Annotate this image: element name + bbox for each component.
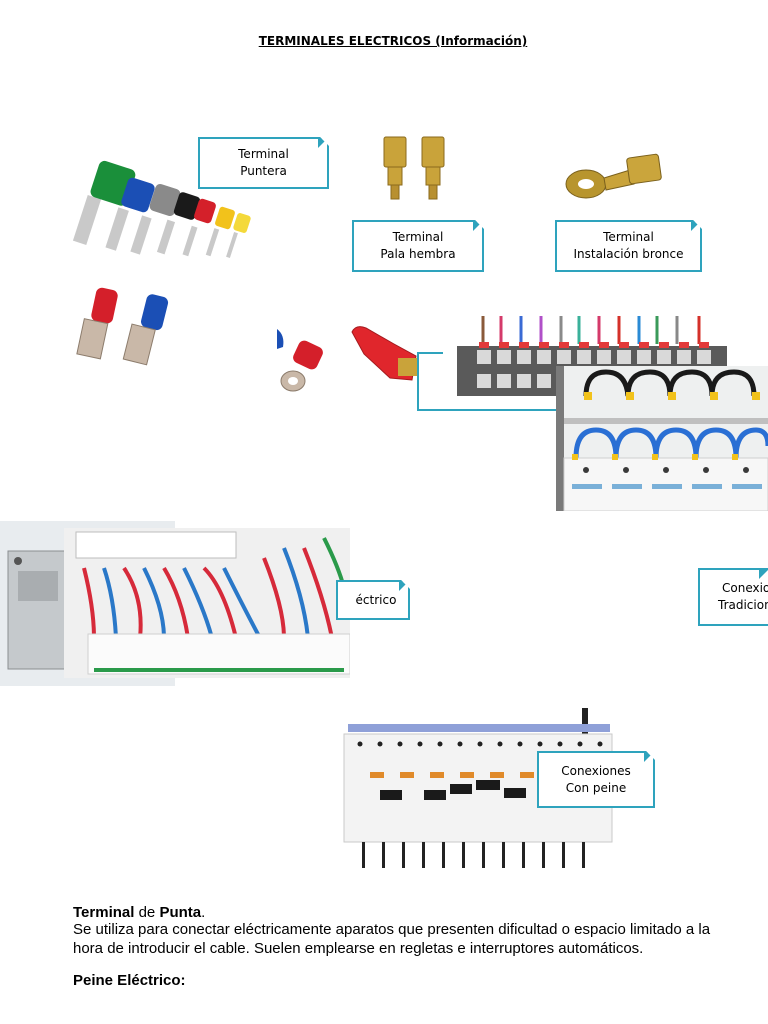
comb-wiring-panel-image (64, 528, 350, 678)
terminal-punta-heading: Terminal de Punta. (73, 903, 205, 922)
callout-peine-electrico: éctrico (336, 580, 410, 620)
callout-line-2: Con peine (565, 780, 627, 795)
brass-ring-terminal-image (565, 153, 662, 199)
callout-line-2: Instalación bronce (573, 247, 684, 261)
callout-terminal-puntera: Terminal Puntera (198, 137, 329, 189)
ferrule-grey (130, 183, 181, 255)
callout-conexion-tradicional: Conexio Tradicion (698, 568, 768, 626)
callout-terminal-instalacion-bronce: Terminal Instalación bronce (555, 220, 702, 272)
callout-line-2: Tradicion (718, 598, 768, 612)
ferrule-light-yellow (226, 213, 251, 258)
callout-conexiones-con-peine: Conexiones Con peine (537, 751, 655, 808)
callout-line-1: Conexiones (561, 763, 631, 778)
ferrule-black (156, 192, 201, 255)
comb-busbar-breakers-image (340, 708, 618, 868)
terminal-punta-paragraph: Se utiliza para conectar eléctricamente … (73, 921, 711, 957)
heading-de: de (134, 904, 160, 921)
ferrule-yellow (205, 206, 235, 257)
traditional-connection-panel-image (556, 366, 768, 511)
peine-electrico-heading: Peine Eléctrico: (73, 972, 186, 989)
callout-line-1: Terminal (238, 147, 289, 161)
heading-bold-punta: Punta (159, 904, 202, 921)
callout-line-1: Conexio (722, 581, 768, 595)
ferrule-blue (105, 177, 155, 251)
page-title: TERMINALES ELECTRICOS (Información) (258, 34, 528, 48)
callout-line: éctrico (355, 592, 397, 607)
callout-terminal-pala-hembra: Terminal Pala hembra (352, 220, 484, 272)
insulated-spade-terminals-image (76, 287, 169, 366)
heading-dot: . (201, 904, 206, 921)
callout-line-2: Pala hembra (380, 247, 456, 261)
ferrule-red (182, 198, 216, 257)
female-spade-terminals-image (383, 136, 445, 200)
heading-bold-terminal: Terminal (73, 904, 135, 921)
callout-line-1: Terminal (603, 230, 654, 244)
red-female-connector-image (351, 326, 420, 381)
callout-line-1: Terminal (392, 230, 444, 244)
red-ring-terminal-image (277, 329, 323, 392)
callout-line-2: Puntera (240, 164, 287, 178)
ferrule-terminals-image (72, 160, 251, 258)
